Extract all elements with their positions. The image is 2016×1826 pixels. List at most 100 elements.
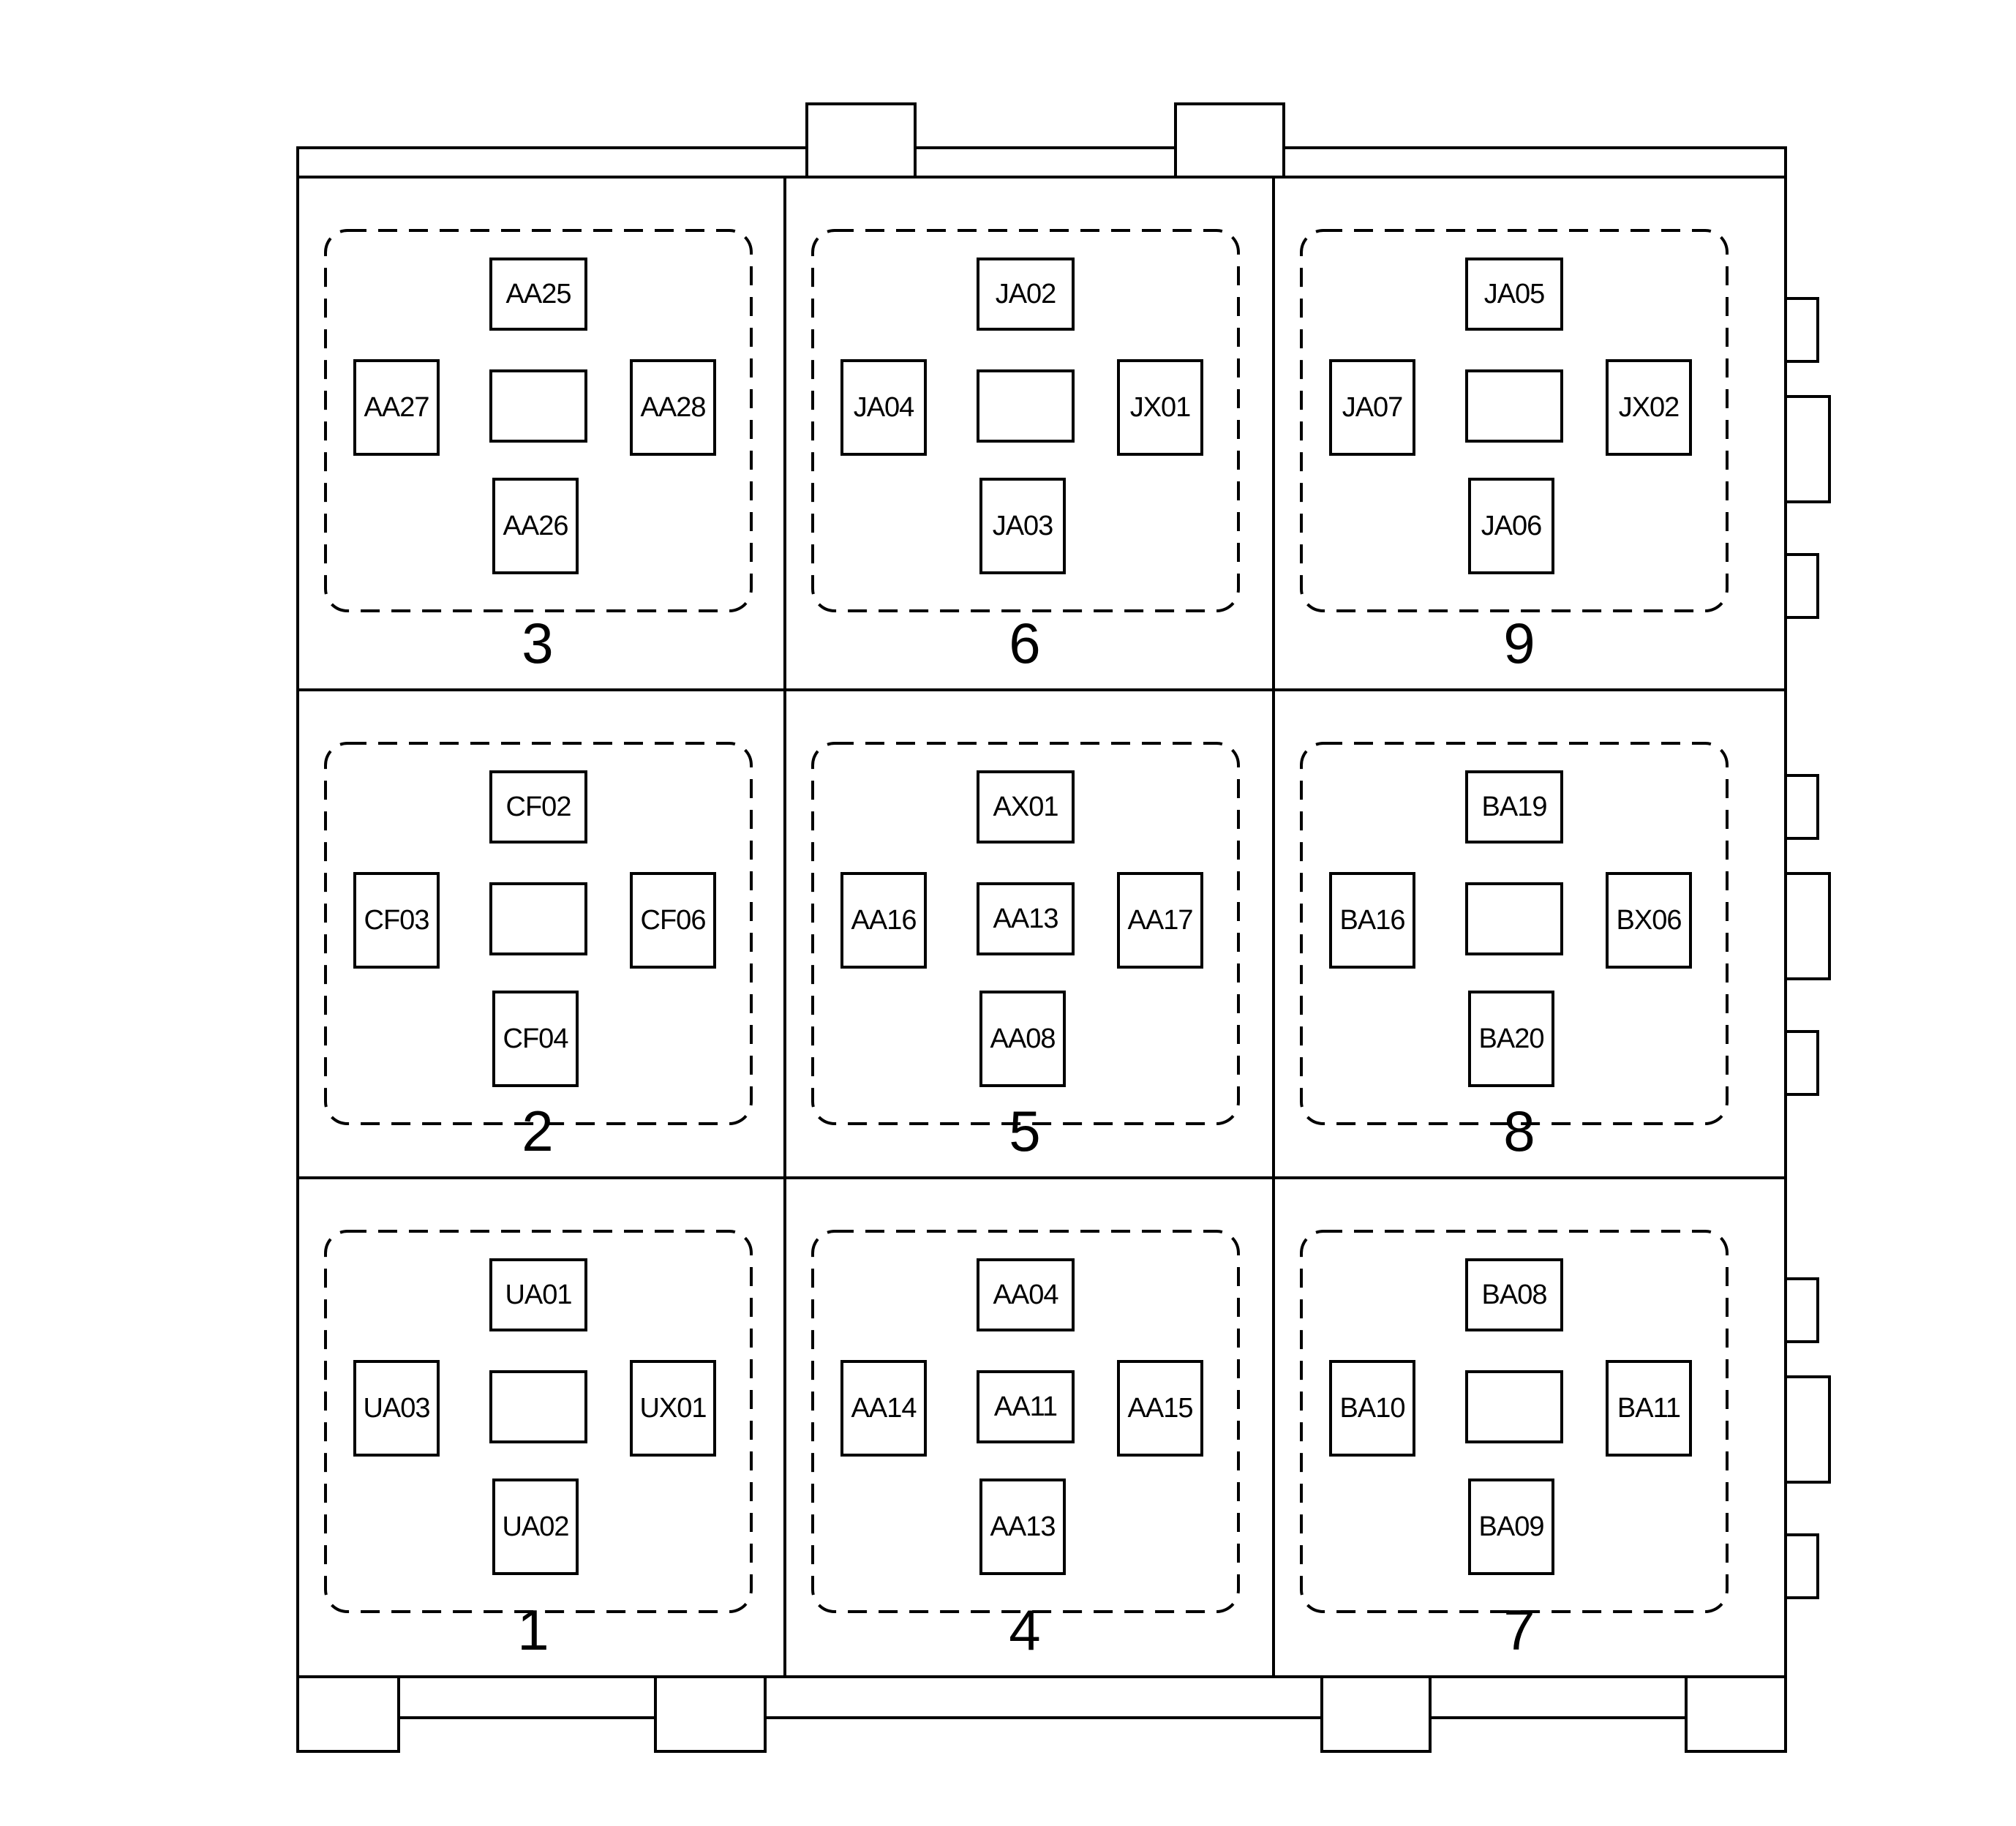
relay-socket-left [840, 872, 927, 969]
relay-cell-outline [1300, 229, 1729, 612]
relay-socket-label-bottom: BA09 [1479, 1511, 1544, 1542]
relay-socket-right [630, 359, 716, 456]
relay-cell-outline [1300, 1230, 1729, 1613]
relay-socket-top [489, 1258, 587, 1331]
relay-socket-center [1465, 1370, 1563, 1443]
relay-socket-label-top: BA19 [1482, 792, 1547, 822]
relay-socket-center [977, 1370, 1075, 1443]
relay-socket-label-top: AX01 [993, 792, 1058, 822]
relay-socket-center [489, 1370, 587, 1443]
relay-socket-label-right: AA28 [641, 392, 706, 423]
relay-socket-label-bottom: JA06 [1481, 511, 1542, 541]
cell-number: 2 [522, 1099, 553, 1163]
relay-socket-left [353, 1360, 440, 1457]
relay-socket-label-top: AA25 [506, 279, 571, 309]
relay-cell-outline [1300, 742, 1729, 1125]
relay-socket-bottom [979, 991, 1066, 1087]
relay-socket-bottom [979, 1479, 1066, 1575]
relay-socket-label-left: AA16 [851, 905, 917, 936]
relay-socket-label-right: BA11 [1617, 1393, 1680, 1424]
relay-socket-bottom [492, 1479, 579, 1575]
relay-socket-top [1465, 770, 1563, 844]
relay-socket-top [977, 770, 1075, 844]
relay-cell-outline [324, 742, 753, 1125]
cell-number: 3 [522, 611, 553, 675]
relay-socket-center [1465, 369, 1563, 443]
relay-socket-label-left: JA04 [854, 392, 914, 423]
relay-socket-label-right: JX02 [1619, 392, 1680, 423]
relay-socket-label-right: JX01 [1130, 392, 1191, 423]
relay-socket-left [1329, 872, 1415, 969]
relay-socket-top [977, 258, 1075, 331]
relay-socket-center [977, 882, 1075, 955]
relay-socket-top [1465, 1258, 1563, 1331]
relay-socket-label-left: BA16 [1340, 905, 1405, 936]
relay-socket-label-center: AA11 [994, 1391, 1057, 1422]
relay-socket-top [977, 1258, 1075, 1331]
relay-socket-center [489, 369, 587, 443]
cell-number: 5 [1009, 1099, 1040, 1163]
relay-socket-label-right: AA15 [1128, 1393, 1193, 1424]
relay-socket-label-left: UA03 [363, 1393, 429, 1424]
relay-socket-left [840, 1360, 927, 1457]
relay-socket-bottom [979, 478, 1066, 574]
relay-cell-outline [811, 229, 1240, 612]
relay-cell-outline [324, 229, 753, 612]
relay-socket-label-bottom: UA02 [502, 1511, 568, 1542]
relay-socket-right [1606, 1360, 1692, 1457]
relay-socket-bottom [1468, 991, 1554, 1087]
relay-socket-label-top: AA04 [993, 1280, 1059, 1310]
relay-socket-bottom [1468, 478, 1554, 574]
relay-socket-bottom [492, 991, 579, 1087]
relay-socket-label-top: CF02 [506, 792, 571, 822]
relay-socket-label-bottom: AA13 [990, 1511, 1056, 1542]
relay-socket-left [1329, 1360, 1415, 1457]
relay-socket-label-top: BA08 [1482, 1280, 1547, 1310]
relay-socket-label-bottom: CF04 [503, 1023, 569, 1054]
cell-number: 9 [1503, 611, 1535, 675]
relay-socket-label-left: CF03 [364, 905, 429, 936]
relay-socket-label-right: AA17 [1128, 905, 1193, 936]
relay-socket-label-bottom: AA08 [990, 1023, 1056, 1054]
relay-socket-left [840, 359, 927, 456]
relay-socket-center [977, 369, 1075, 443]
relay-socket-right [1606, 359, 1692, 456]
relay-socket-right [630, 1360, 716, 1457]
relay-socket-label-top: UA01 [505, 1280, 571, 1310]
relay-block-housing [296, 102, 1831, 1753]
cell-number: 4 [1009, 1598, 1040, 1662]
relay-cell-outline [811, 1230, 1240, 1613]
relay-socket-left [353, 872, 440, 969]
relay-socket-right [1117, 359, 1203, 456]
relay-socket-right [1117, 872, 1203, 969]
relay-socket-label-bottom: JA03 [993, 511, 1053, 541]
relay-socket-left [1329, 359, 1415, 456]
relay-socket-center [1465, 882, 1563, 955]
relay-socket-label-center: AA13 [993, 903, 1058, 934]
relay-socket-label-top: JA05 [1484, 279, 1545, 309]
relay-socket-top [1465, 258, 1563, 331]
relay-socket-bottom [1468, 1479, 1554, 1575]
relay-socket-top [489, 258, 587, 331]
relay-socket-right [1117, 1360, 1203, 1457]
relay-cell-outline [811, 742, 1240, 1125]
relay-socket-label-left: BA10 [1340, 1393, 1405, 1424]
relay-socket-label-bottom: AA26 [503, 511, 568, 541]
relay-socket-right [1606, 872, 1692, 969]
relay-socket-label-bottom: BA20 [1479, 1023, 1544, 1054]
relay-socket-label-left: AA14 [851, 1393, 917, 1424]
relay-socket-label-right: UX01 [639, 1393, 706, 1424]
relay-socket-label-right: BX06 [1617, 905, 1682, 936]
relay-cell-outline [324, 1230, 753, 1613]
